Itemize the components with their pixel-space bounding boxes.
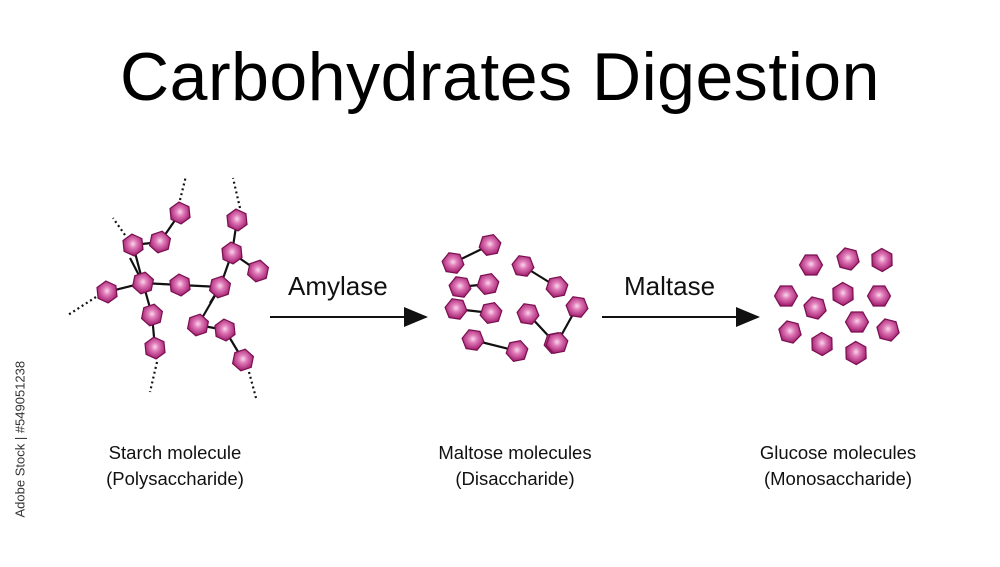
chain-continuation-dots [67, 175, 258, 399]
glucose-class: (Monosaccharide) [763, 468, 913, 489]
starch-ring [221, 241, 243, 265]
starch-ring [214, 318, 236, 342]
maltose-ring [461, 329, 485, 351]
glucose-ring [836, 247, 860, 271]
maltose-ring [444, 298, 468, 320]
starch-class: (Polysaccharide) [106, 468, 244, 489]
maltose-ring [565, 296, 589, 318]
starch-ring [96, 280, 118, 304]
glucose-ring [832, 281, 854, 307]
maltase-label: Maltase [624, 271, 716, 301]
glucose-ring [876, 318, 900, 342]
starch-ring [231, 348, 255, 372]
maltose-ring [476, 272, 500, 296]
glucose-ring [871, 247, 893, 273]
starch-ring [246, 259, 270, 283]
starch-ring [144, 336, 166, 360]
chain-continuation [231, 177, 242, 209]
starch-ring [208, 275, 232, 299]
starch-ring [226, 208, 248, 232]
starch-caption: Starch molecule (Polysaccharide) [55, 440, 295, 492]
maltose-ring [545, 331, 569, 355]
glucose-ring [803, 296, 827, 320]
starch-ring [140, 303, 164, 327]
maltose-ring [511, 255, 535, 277]
maltose-ring [441, 252, 465, 274]
maltose-ring [448, 276, 472, 298]
maltose-name: Maltose molecules [438, 442, 592, 463]
glucose-ring [798, 254, 824, 276]
maltose-class: (Disaccharide) [455, 468, 575, 489]
chain-continuation [178, 175, 188, 201]
chain-continuation [67, 296, 97, 316]
sugar-rings [96, 201, 900, 372]
glucose-ring [844, 311, 870, 333]
maltose-ring [505, 339, 529, 363]
starch-ring [186, 313, 210, 337]
maltose-ring [479, 301, 503, 325]
stock-watermark-id: Adobe Stock | #549051238 [12, 360, 28, 518]
glucose-ring [845, 340, 867, 366]
chain-continuation [148, 361, 159, 393]
glucose-ring [773, 285, 799, 307]
glucose-ring [778, 320, 802, 344]
starch-ring [169, 201, 191, 225]
maltose-ring [545, 275, 569, 299]
starch-name: Starch molecule [108, 442, 242, 463]
starch-ring [148, 230, 172, 254]
glucose-ring [811, 331, 833, 357]
amylase-label: Amylase [288, 271, 388, 301]
maltose-ring [478, 233, 502, 257]
starch-ring [131, 271, 155, 295]
maltose-ring [516, 303, 540, 325]
starch-ring [122, 233, 144, 257]
glucose-ring [866, 285, 892, 307]
chain-continuation [112, 217, 126, 236]
maltose-caption: Maltose molecules (Disaccharide) [395, 440, 635, 492]
page-title: Carbohydrates Digestion [120, 39, 880, 115]
glucose-name: Glucose molecules [759, 442, 917, 463]
chain-continuation [247, 371, 258, 399]
starch-ring [169, 273, 191, 297]
glucose-caption: Glucose molecules (Monosaccharide) [718, 440, 958, 492]
